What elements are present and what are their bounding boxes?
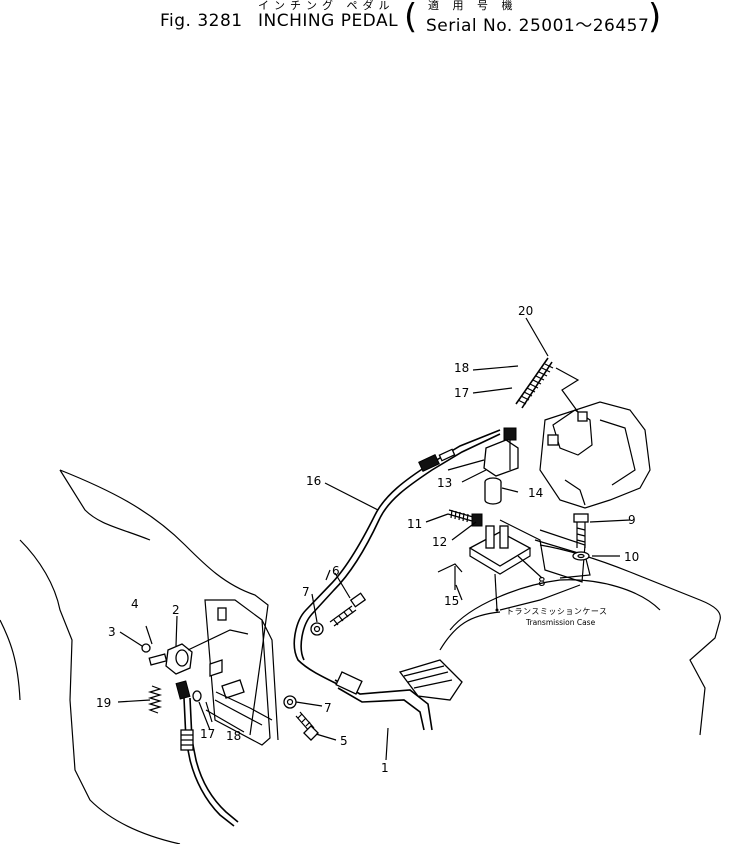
part-17-washer-lower <box>192 690 202 702</box>
callout-16: 16 <box>306 474 321 488</box>
callout-7-upper: 7 <box>302 585 310 599</box>
part-14-bushing <box>484 477 502 505</box>
figure-number: Fig. 3281 <box>160 11 243 31</box>
callout-10: 10 <box>624 550 639 564</box>
callout-14: 14 <box>528 486 543 500</box>
title-japanese: インチング ペダル <box>258 0 395 12</box>
callout-17-lower: 17 <box>200 727 215 741</box>
callout-numbers: 20 18 17 16 13 14 11 12 9 10 8 15 6 7 4 … <box>96 304 639 775</box>
transmission-label-japanese: トランスミッションケース <box>506 607 607 616</box>
callout-1: 1 <box>381 761 389 775</box>
part-3-bolt <box>141 643 151 653</box>
callout-7-lower: 7 <box>324 701 332 715</box>
small-brackets <box>209 607 273 726</box>
lower-cable-end <box>175 680 239 827</box>
part-5-bolt <box>295 711 319 741</box>
callout-15: 15 <box>444 594 459 608</box>
callout-2: 2 <box>172 603 180 617</box>
callout-5: 5 <box>340 734 348 748</box>
part-2-lever <box>148 629 249 675</box>
part-8-bracket <box>468 519 586 612</box>
part-15-pin <box>437 563 463 590</box>
callout-9: 9 <box>628 513 636 527</box>
title-english: INCHING PEDAL <box>258 11 399 31</box>
transmission-label-english: Transmission Case <box>525 618 596 627</box>
part-11-bolt <box>447 509 474 523</box>
callout-4: 4 <box>131 597 139 611</box>
callout-17: 17 <box>454 386 469 400</box>
control-valve-block <box>539 401 651 509</box>
callout-20: 20 <box>518 304 533 318</box>
chassis-frame-outline <box>0 469 279 844</box>
callout-11: 11 <box>407 517 422 531</box>
callout-18-lower: 18 <box>226 729 241 743</box>
part-7-nut-upper <box>310 622 324 636</box>
part-16-cable <box>293 429 501 689</box>
callout-18: 18 <box>454 361 469 375</box>
callout-19: 19 <box>96 696 111 710</box>
callout-13: 13 <box>437 476 452 490</box>
transmission-case-outline <box>439 539 721 736</box>
part-6-bolt <box>329 592 367 627</box>
part-13-clevis <box>447 427 519 477</box>
part-10-washer <box>572 551 590 561</box>
callout-8: 8 <box>538 575 546 589</box>
close-parenthesis: ) <box>648 0 662 37</box>
callout-6: 6 <box>332 564 340 578</box>
part-4-pin <box>145 625 153 645</box>
part-12-nut <box>471 513 483 527</box>
serial-range: Serial No. 25001～26457 <box>426 16 650 36</box>
callout-12: 12 <box>432 535 447 549</box>
part-19-spring <box>147 685 163 714</box>
part-1-pedal <box>334 659 463 731</box>
part-20-spring-boot <box>515 317 580 413</box>
leader-lines <box>117 365 631 761</box>
part-7-nut-lower <box>283 695 297 709</box>
serial-label-japanese: 適 用 号 機 <box>428 0 518 12</box>
open-parenthesis: ( <box>404 0 418 37</box>
part-9-bolt <box>573 513 589 548</box>
callout-3: 3 <box>108 625 116 639</box>
